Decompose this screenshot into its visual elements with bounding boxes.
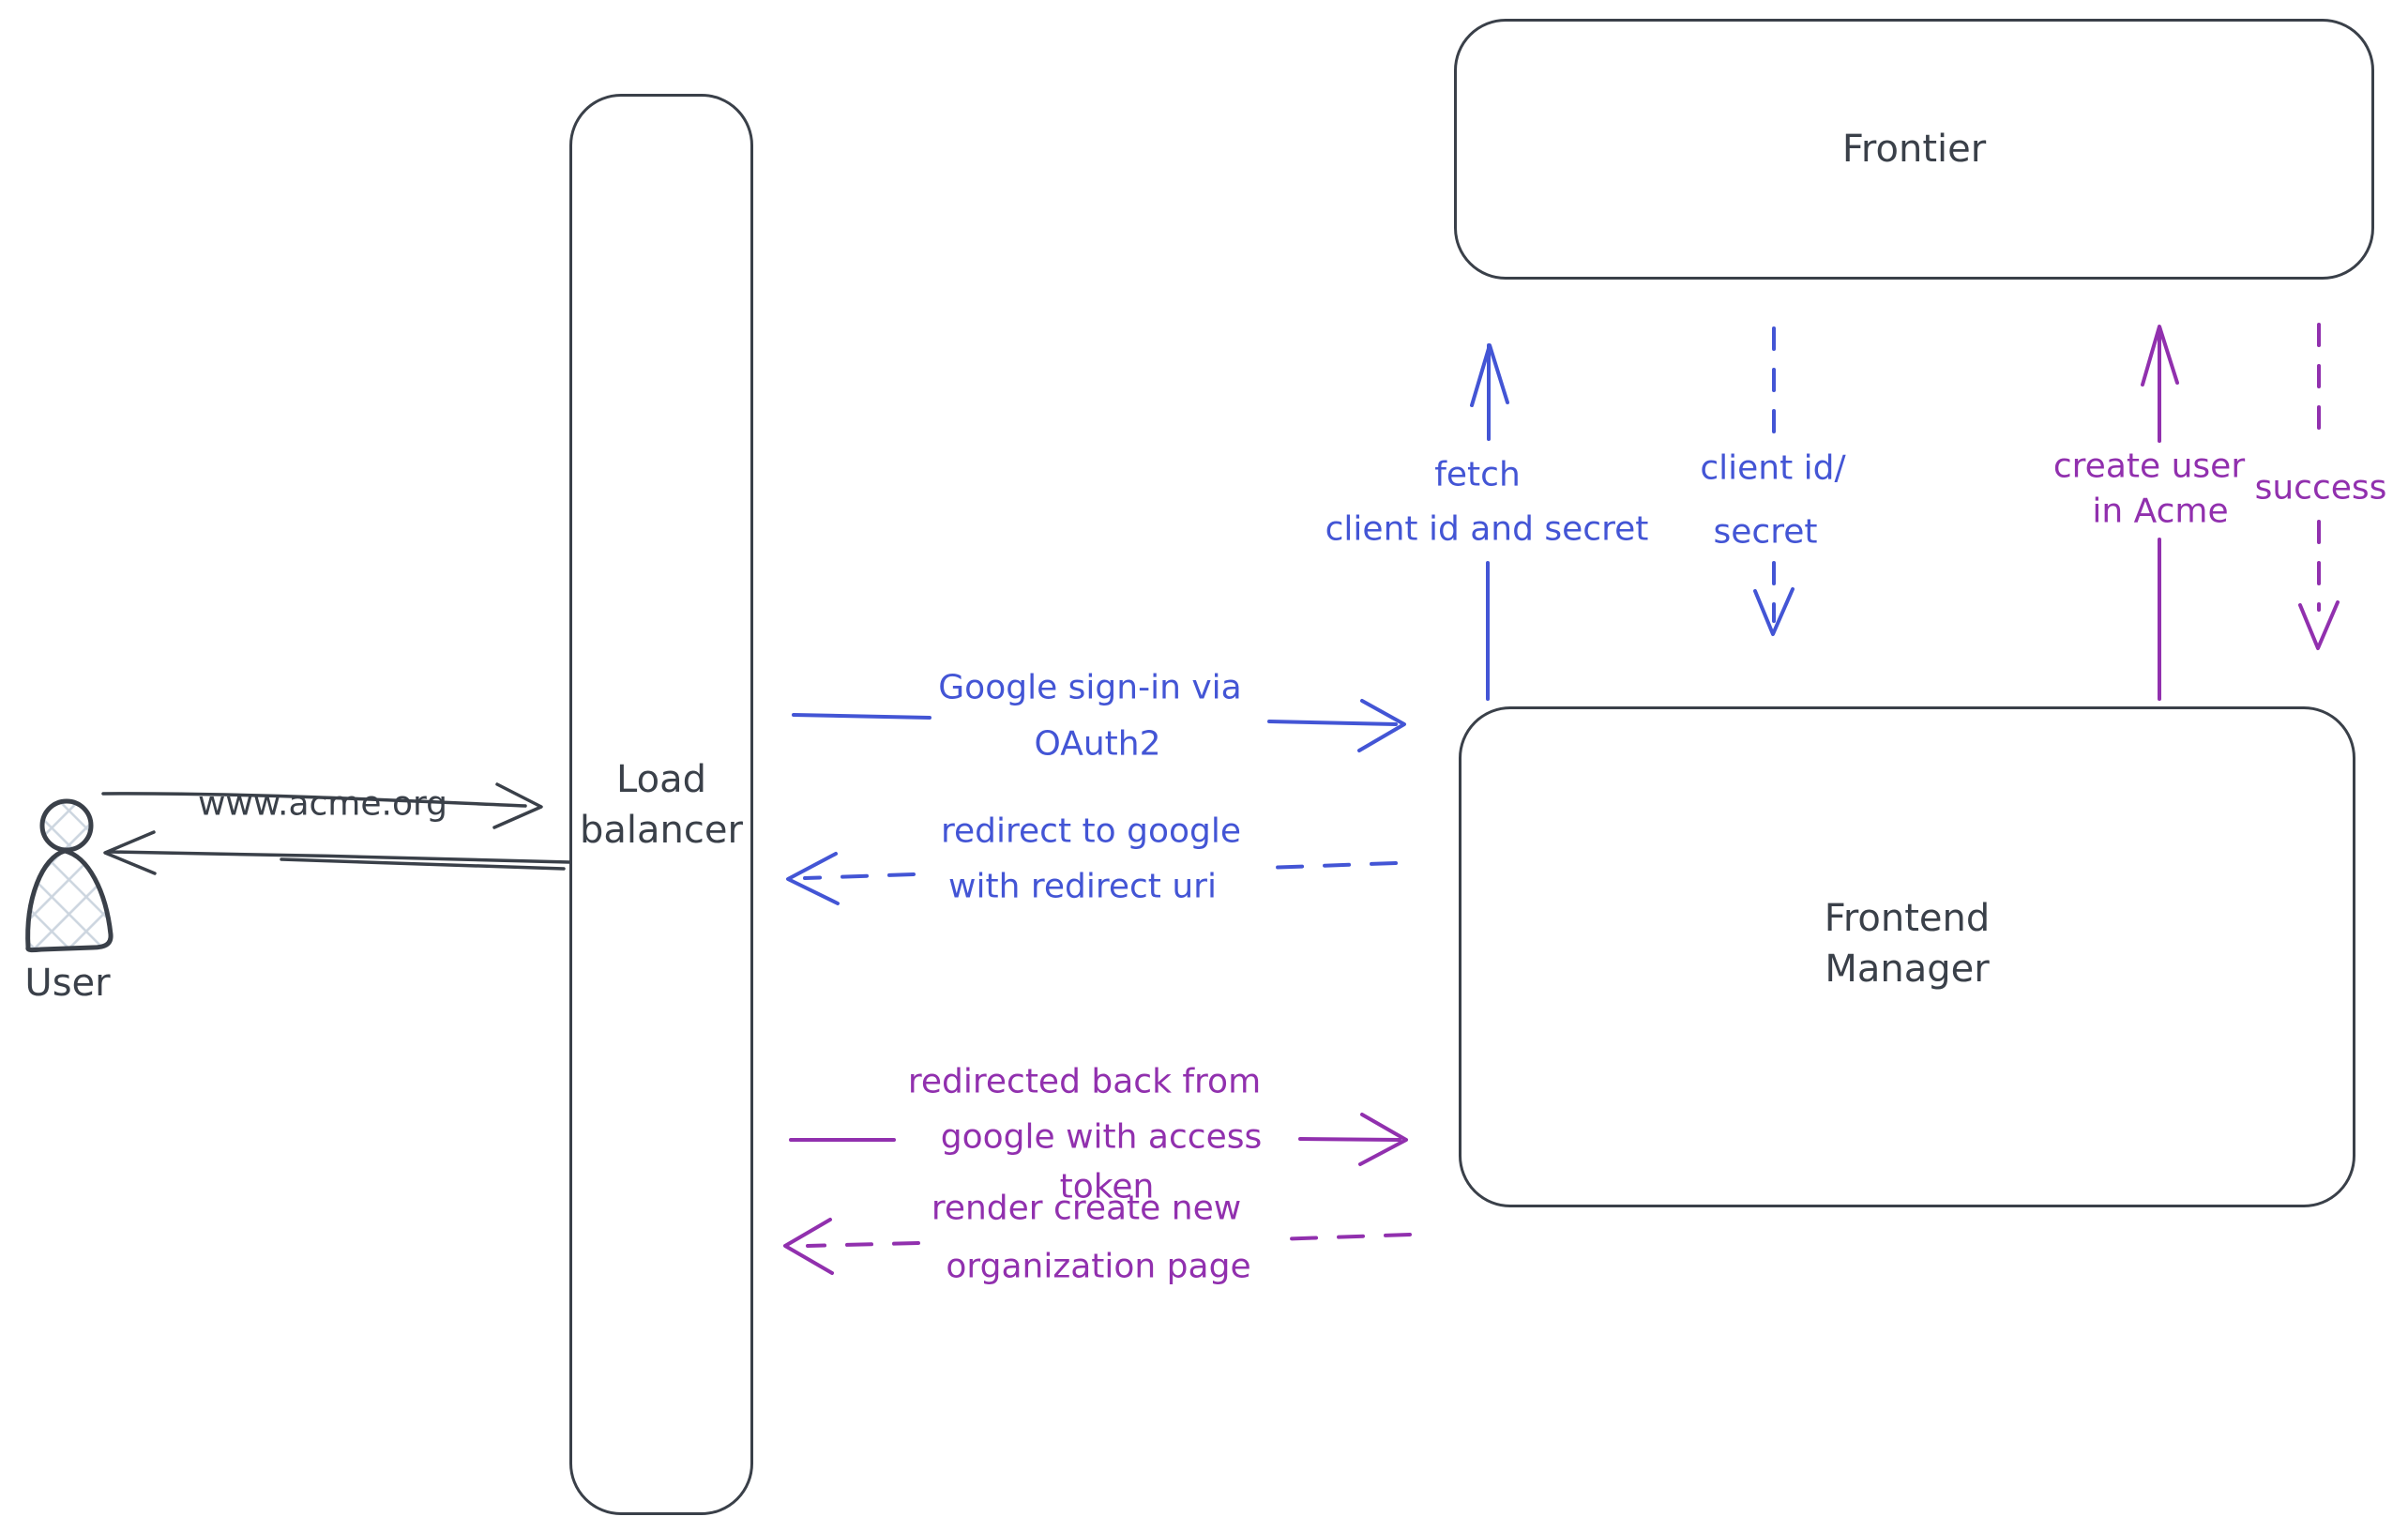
edge-label-google-signin-line2[interactable]: OAuth2 — [1034, 724, 1161, 764]
edge-client-creds-arrow[interactable] — [1753, 326, 1795, 636]
edge-label-redirect-google-line2[interactable]: with redirect uri — [948, 867, 1217, 906]
arrowhead-down — [1753, 587, 1795, 636]
edge-success-arrow[interactable] — [2298, 323, 2340, 650]
edge-label-fetch-creds-line1[interactable]: fetch — [1434, 455, 1521, 494]
node-label-load-balancer-line1: Load — [616, 757, 706, 801]
edge-label-client-creds-line1[interactable]: client id/ — [1700, 448, 1846, 488]
arrowhead-up — [1470, 343, 1509, 407]
node-load-balancer[interactable]: Load balancer — [569, 94, 753, 1515]
edge-label-render-org-line1[interactable]: render create new — [931, 1189, 1242, 1228]
edge-redirected-back-arrow[interactable] — [789, 1113, 1408, 1166]
edge-render-org-arrow[interactable] — [783, 1218, 1412, 1275]
edge-label-redirected-back-line2[interactable]: google with access — [940, 1117, 1263, 1157]
user-head — [39, 798, 94, 853]
edge-www-request-arrow[interactable] — [101, 782, 543, 829]
edge-label-create-user-line1[interactable]: create user — [2052, 447, 2246, 486]
arrowhead-right — [1358, 1113, 1408, 1166]
arrowhead-left — [786, 852, 840, 905]
node-label-frontend-manager-line1: Frontend — [1824, 897, 1991, 940]
arrowhead-left — [103, 830, 157, 875]
node-frontier[interactable]: Frontier — [1454, 19, 2374, 280]
edge-return-arrow[interactable] — [103, 830, 571, 875]
node-label-load-balancer-line2: balancer — [580, 808, 743, 852]
edge-label-render-org-line2[interactable]: organization page — [946, 1247, 1251, 1286]
edge-label-fetch-creds-line2[interactable]: client id and secret — [1325, 509, 1649, 549]
edge-label-redirect-google-line1[interactable]: redirect to google — [940, 812, 1242, 851]
edge-label-success[interactable]: success — [2254, 468, 2387, 508]
edge-label-redirected-back-line1[interactable]: redirected back from — [907, 1062, 1262, 1101]
edge-fetch-creds-arrow[interactable] — [1470, 343, 1509, 701]
arrowhead-right — [492, 782, 543, 829]
arrowhead-up — [2141, 325, 2179, 387]
edge-label-create-user-line2[interactable]: in Acme — [2092, 492, 2229, 531]
user-figure[interactable] — [25, 798, 114, 953]
edge-redirect-google-arrow[interactable] — [786, 852, 1398, 905]
edge-label-google-signin-line1[interactable]: Google sign-in via — [938, 668, 1242, 707]
arrowhead-left — [783, 1218, 834, 1275]
arrowhead-right — [1357, 699, 1406, 752]
user-body — [25, 848, 114, 953]
node-label-frontier: Frontier — [1841, 128, 1987, 171]
edge-create-user-arrow[interactable] — [2141, 325, 2179, 701]
node-frontend-manager[interactable]: Frontend Manager — [1459, 706, 2355, 1207]
node-label-frontend-manager-line2: Manager — [1825, 948, 1990, 991]
edge-label-client-creds-line2[interactable]: secret — [1713, 512, 1818, 552]
edge-label-redirected-back-line3[interactable]: token — [1059, 1167, 1155, 1206]
edge-google-signin-arrow[interactable] — [792, 699, 1406, 752]
arrowhead-down — [2298, 600, 2340, 650]
node-label-user[interactable]: User — [24, 962, 111, 1005]
edge-label-www-request[interactable]: www.acme.org — [197, 784, 448, 824]
